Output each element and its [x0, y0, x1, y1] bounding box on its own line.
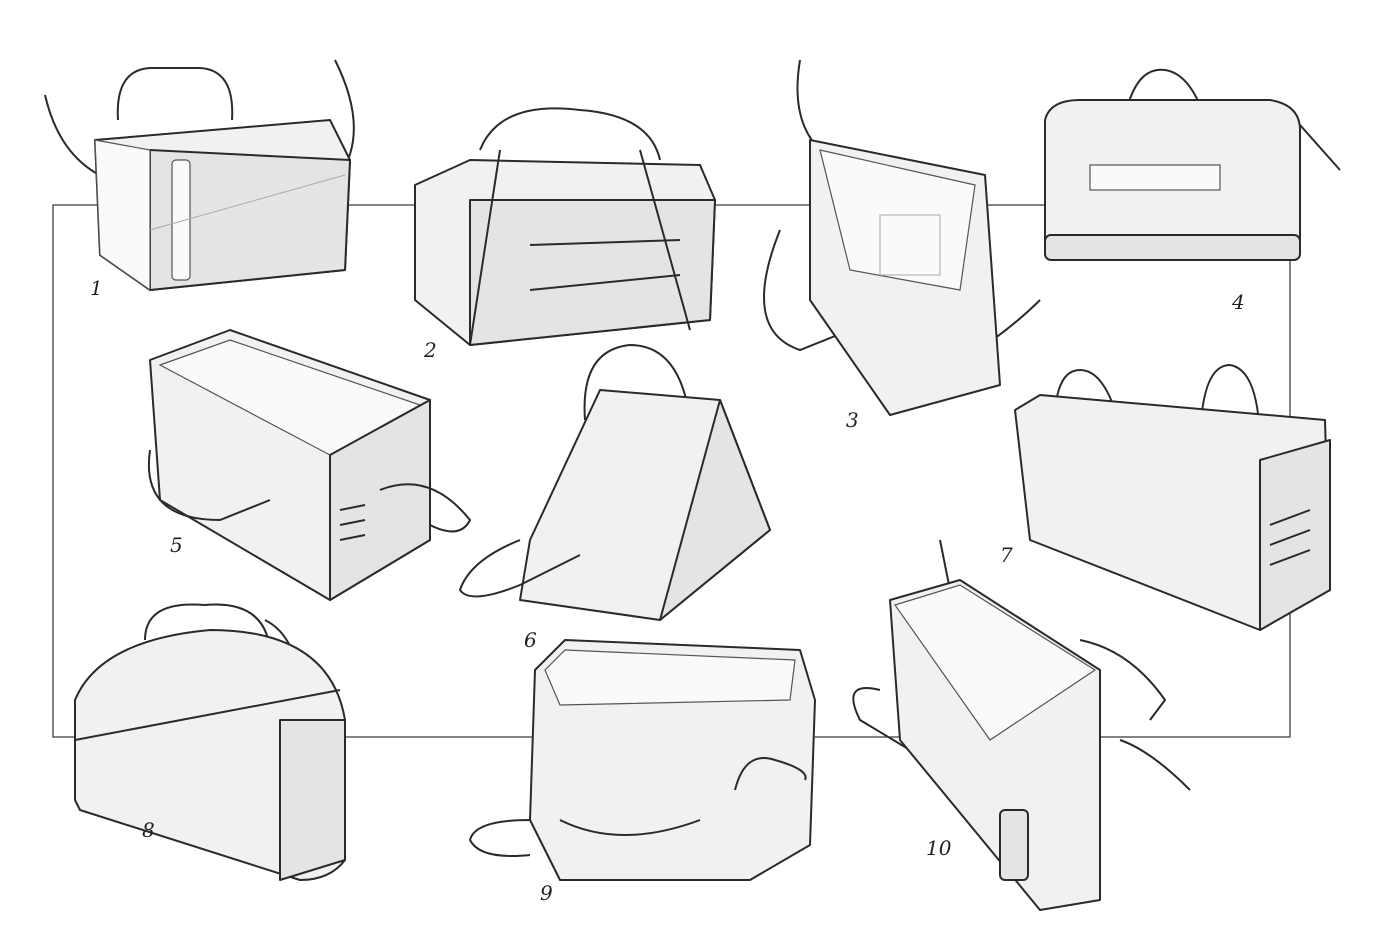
bag-sketch-3 — [763, 59, 1041, 416]
bag-sketch-10 — [852, 539, 1191, 911]
sketch-label-2: 2 — [424, 338, 437, 362]
sketch-label-9: 9 — [540, 881, 553, 905]
sketch-label-8: 8 — [142, 818, 155, 842]
bag-sketch-5 — [147, 329, 472, 601]
sketch-label-4: 4 — [1232, 290, 1245, 314]
sketch-label-6: 6 — [524, 628, 537, 652]
bag-sketch-9 — [468, 639, 816, 881]
sketch-label-7: 7 — [1000, 543, 1013, 567]
sketch-label-3: 3 — [846, 408, 859, 432]
bag-sketch-1 — [44, 59, 355, 292]
bag-sketch-6 — [458, 343, 771, 621]
sketch-label-5: 5 — [170, 533, 183, 557]
sketch-label-1: 1 — [90, 276, 103, 300]
bag-sketch-4 — [1044, 68, 1341, 261]
sketch-label-10: 10 — [926, 836, 952, 860]
bag-sketch-2 — [414, 107, 716, 346]
bag-sketch-8 — [74, 603, 346, 881]
bag-sketch-7 — [1014, 363, 1331, 631]
